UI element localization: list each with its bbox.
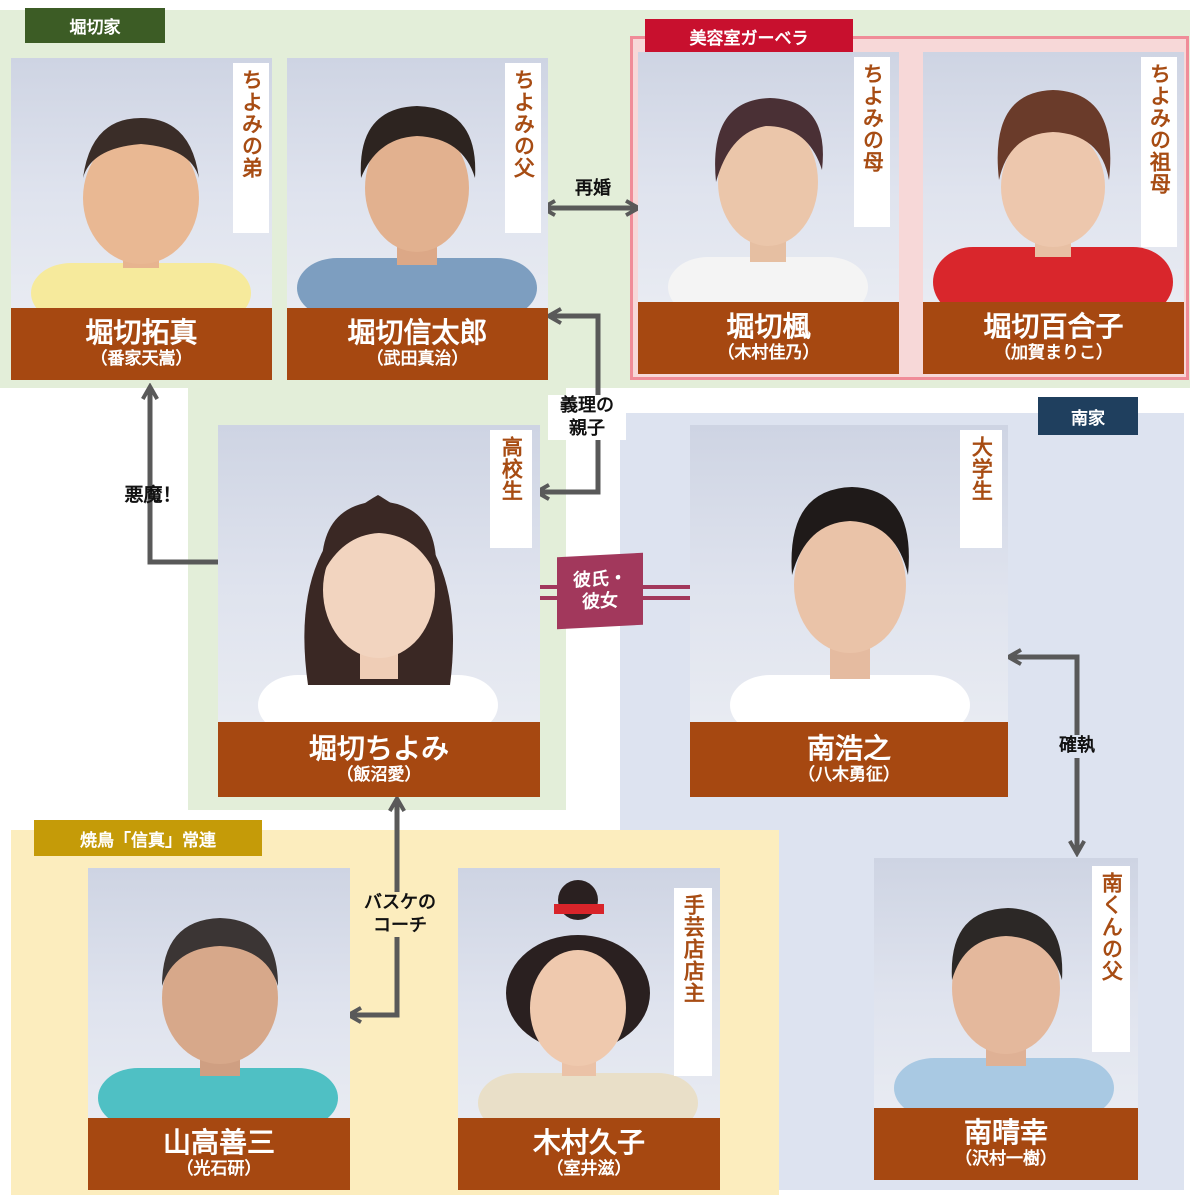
yakitori-regulars-tag: 焼鳥「信真」常連 bbox=[34, 820, 262, 856]
zenzo-name: 山高善三 bbox=[162, 1126, 275, 1160]
yuriko-photo bbox=[923, 52, 1184, 302]
coach-label: バスケの コーチ bbox=[345, 892, 455, 937]
person-silhouette-icon bbox=[894, 908, 1114, 1108]
hiroyuki-nameplate: 南浩之 （八木勇征） bbox=[690, 722, 1008, 797]
haruyuki-role: 南くんの父 bbox=[1092, 866, 1130, 1052]
chiyomi-nameplate: 堀切ちよみ （飯沼愛） bbox=[218, 722, 540, 797]
kaede-role: ちよみの母 bbox=[854, 57, 890, 227]
takuma-name: 堀切拓真 bbox=[85, 316, 198, 350]
couple-label-line1: 彼氏・ bbox=[573, 567, 627, 591]
chiyomi-photo bbox=[218, 425, 540, 722]
character-card-haruyuki[interactable]: 南くんの父 南晴幸 （沢村一樹） bbox=[874, 858, 1138, 1180]
coach-label-line1: バスケの bbox=[364, 892, 436, 913]
remarriage-label: 再婚 bbox=[575, 178, 611, 199]
person-silhouette-icon bbox=[258, 495, 498, 722]
hisako-name: 木村久子 bbox=[532, 1126, 645, 1160]
hiroyuki-role: 大学生 bbox=[960, 430, 1002, 548]
stepfamily-label-line2: 親子 bbox=[569, 417, 605, 439]
chiyomi-role: 高校生 bbox=[490, 430, 532, 548]
hiroyuki-photo bbox=[690, 425, 1008, 722]
horikiri-family-tag: 堀切家 bbox=[25, 8, 165, 43]
takuma-photo bbox=[11, 58, 272, 308]
character-card-shintaro[interactable]: ちよみの父 堀切信太郎 （武田真治） bbox=[287, 58, 548, 380]
shintaro-actor: （武田真治） bbox=[366, 349, 469, 370]
yuriko-name: 堀切百合子 bbox=[983, 310, 1124, 344]
character-card-hiroyuki[interactable]: 大学生 南浩之 （八木勇征） bbox=[690, 425, 1008, 797]
yuriko-role: ちよみの祖母 bbox=[1141, 57, 1177, 247]
person-silhouette-icon bbox=[730, 487, 970, 722]
haruyuki-name: 南晴幸 bbox=[963, 1116, 1048, 1150]
takuma-role: ちよみの弟 bbox=[233, 63, 269, 233]
hisako-role: 手芸店店主 bbox=[674, 888, 712, 1076]
kaede-name: 堀切楓 bbox=[726, 310, 811, 344]
yuriko-nameplate: 堀切百合子 （加賀まりこ） bbox=[923, 302, 1184, 374]
character-card-takuma[interactable]: ちよみの弟 堀切拓真 （番家天嵩） bbox=[11, 58, 272, 380]
hisako-actor: （室井滋） bbox=[546, 1159, 632, 1180]
person-silhouette-icon bbox=[933, 90, 1173, 302]
minami-family-tag: 南家 bbox=[1038, 397, 1138, 435]
feud-label: 確執 bbox=[1044, 735, 1110, 758]
hiroyuki-name: 南浩之 bbox=[806, 731, 891, 765]
person-silhouette-icon bbox=[31, 118, 251, 308]
character-card-yuriko[interactable]: ちよみの祖母 堀切百合子 （加賀まりこ） bbox=[923, 52, 1184, 374]
salon-tag: 美容室ガーベラ bbox=[645, 19, 853, 53]
person-silhouette-icon bbox=[98, 918, 338, 1118]
coach-label-line2: コーチ bbox=[373, 914, 427, 936]
character-card-chiyomi[interactable]: 高校生 堀切ちよみ （飯沼愛） bbox=[218, 425, 540, 797]
kaede-actor: （木村佳乃） bbox=[717, 343, 820, 364]
devil-label: 悪魔！ bbox=[124, 484, 182, 506]
stepfamily-label-line1: 義理の bbox=[560, 395, 614, 416]
couple-badge: 彼氏・ 彼女 bbox=[557, 552, 643, 630]
kaede-nameplate: 堀切楓 （木村佳乃） bbox=[638, 302, 899, 374]
zenzo-actor: （光石研） bbox=[176, 1159, 262, 1180]
chiyomi-actor: （飯沼愛） bbox=[336, 764, 422, 785]
hiroyuki-actor: （八木勇征） bbox=[798, 764, 900, 785]
hisako-nameplate: 木村久子 （室井滋） bbox=[458, 1118, 720, 1190]
person-silhouette-icon bbox=[297, 106, 537, 308]
character-card-kaede[interactable]: ちよみの母 堀切楓 （木村佳乃） bbox=[638, 52, 899, 374]
person-silhouette-icon bbox=[478, 880, 698, 1118]
person-silhouette-icon bbox=[668, 98, 868, 302]
chiyomi-name: 堀切ちよみ bbox=[308, 731, 449, 765]
shintaro-name: 堀切信太郎 bbox=[347, 316, 488, 350]
takuma-actor: （番家天嵩） bbox=[90, 349, 193, 370]
haruyuki-actor: （沢村一樹） bbox=[955, 1149, 1057, 1170]
haruyuki-nameplate: 南晴幸 （沢村一樹） bbox=[874, 1108, 1138, 1180]
couple-label-line2: 彼女 bbox=[582, 590, 618, 613]
shintaro-role: ちよみの父 bbox=[505, 63, 541, 233]
shintaro-nameplate: 堀切信太郎 （武田真治） bbox=[287, 308, 548, 380]
takuma-nameplate: 堀切拓真 （番家天嵩） bbox=[11, 308, 272, 380]
zenzo-photo bbox=[88, 868, 350, 1118]
character-card-hisako[interactable]: 手芸店店主 木村久子 （室井滋） bbox=[458, 868, 720, 1190]
zenzo-nameplate: 山高善三 （光石研） bbox=[88, 1118, 350, 1190]
stepfamily-label: 義理の 親子 bbox=[548, 395, 626, 440]
character-card-zenzo[interactable]: 山高善三 （光石研） bbox=[88, 868, 350, 1190]
shintaro-photo bbox=[287, 58, 548, 308]
yuriko-actor: （加賀まりこ） bbox=[994, 343, 1113, 364]
